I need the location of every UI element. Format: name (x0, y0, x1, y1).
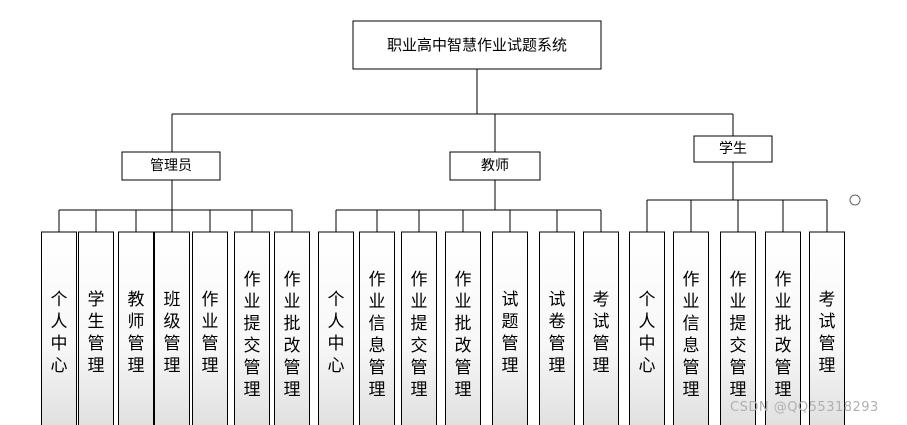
module-node-2-2 (720, 231, 756, 425)
root-node-label: 职业高中智慧作业试题系统 (387, 36, 567, 54)
module-node-2-3 (765, 231, 801, 425)
module-label-1-2: 作业提交管理 (411, 270, 428, 400)
module-label-0-1: 学生管理 (88, 290, 105, 376)
module-label-0-6: 作业批改管理 (284, 270, 301, 400)
module-label-1-3: 作业批改管理 (455, 270, 472, 400)
module-node-0-0 (41, 231, 77, 425)
module-node-0-4 (192, 231, 228, 425)
role-node-label-1: 教师 (481, 158, 509, 174)
module-node-0-5 (234, 231, 270, 425)
module-node-2-4 (809, 231, 845, 425)
module-label-1-6: 考试管理 (593, 290, 610, 376)
module-label-1-1: 作业信息管理 (369, 270, 386, 400)
module-label-1-0: 个人中心 (328, 290, 345, 376)
module-node-0-2 (118, 231, 154, 425)
module-node-1-2 (401, 231, 437, 425)
module-node-2-0 (629, 231, 665, 425)
role-node-label-2: 学生 (719, 141, 747, 157)
module-node-1-0 (318, 231, 354, 425)
module-label-2-4: 考试管理 (819, 290, 836, 376)
module-node-1-3 (445, 231, 481, 425)
module-label-0-5: 作业提交管理 (244, 270, 261, 400)
module-label-0-4: 作业管理 (202, 290, 219, 376)
module-node-1-5 (539, 231, 575, 425)
small-circle-icon (849, 194, 861, 206)
module-node-1-6 (583, 231, 619, 425)
module-node-0-1 (78, 231, 114, 425)
module-label-0-0: 个人中心 (51, 290, 68, 376)
module-node-0-6 (274, 231, 310, 425)
connector-lines (58, 69, 828, 232)
module-node-1-4 (492, 231, 528, 425)
role-node-1 (449, 151, 541, 181)
module-label-2-3: 作业批改管理 (775, 270, 792, 400)
role-node-2 (693, 135, 773, 163)
module-node-1-1 (359, 231, 395, 425)
module-node-2-1 (673, 231, 709, 425)
root-node (352, 20, 602, 70)
module-label-0-3: 班级管理 (164, 290, 181, 376)
module-node-0-3 (154, 231, 190, 425)
module-label-0-2: 教师管理 (128, 290, 145, 376)
module-label-2-2: 作业提交管理 (730, 270, 747, 400)
module-label-2-1: 作业信息管理 (683, 270, 700, 400)
role-node-0 (121, 151, 221, 181)
watermark: CSDN @QQ55318293 (730, 400, 879, 415)
role-node-label-0: 管理员 (150, 158, 192, 174)
module-label-1-4: 试题管理 (502, 290, 519, 376)
module-label-2-0: 个人中心 (639, 290, 656, 376)
module-label-1-5: 试卷管理 (549, 290, 566, 376)
